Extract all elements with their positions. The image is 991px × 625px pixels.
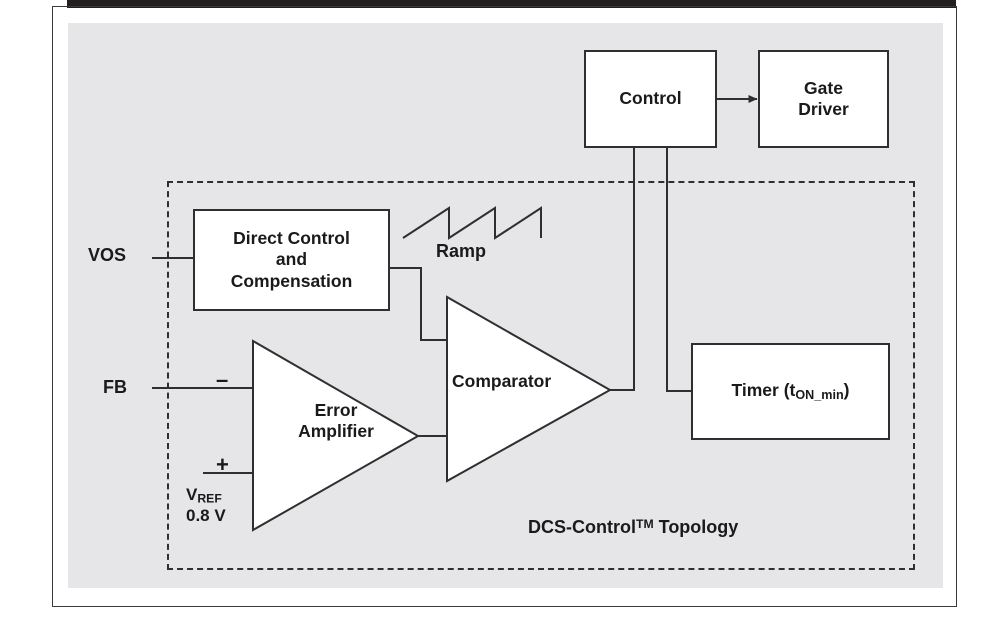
vref-subscript: REF <box>197 491 222 506</box>
trademark-mark: TM <box>635 517 654 531</box>
block-gate-driver[interactable]: Gate Driver <box>758 50 889 148</box>
timer-label: Timer (tON_min) <box>732 380 850 403</box>
dcc-line3: Compensation <box>230 270 353 291</box>
gate-driver-line1: Gate <box>804 77 843 98</box>
timer-label-prefix: Timer (t <box>731 379 796 400</box>
dcc-line2: and <box>275 249 308 270</box>
figure-outer-frame <box>52 6 957 607</box>
timer-label-sub: ON_min <box>795 387 844 402</box>
block-control[interactable]: Control <box>584 50 717 148</box>
label-error-amplifier: Error Amplifier <box>276 400 396 442</box>
topology-suffix: Topology <box>653 517 739 538</box>
label-dcs-control-topology: DCS-ControlTM Topology <box>528 517 738 538</box>
error-amplifier-line2: Amplifier <box>298 421 374 441</box>
timer-label-suffix: ) <box>843 379 850 400</box>
topology-prefix: DCS-Control <box>528 517 636 538</box>
label-inverting-input: – <box>216 367 229 392</box>
error-amplifier-line1: Error <box>314 400 358 420</box>
block-direct-control-and-compensation[interactable]: Direct Control and Compensation <box>193 209 390 311</box>
label-ramp: Ramp <box>436 241 487 261</box>
label-vos: VOS <box>88 245 127 265</box>
page-header-bar <box>67 0 956 8</box>
label-comparator: Comparator <box>452 371 552 391</box>
control-label: Control <box>619 88 682 109</box>
dcc-line1: Direct Control <box>233 227 350 248</box>
label-vref: VREF 0.8 V <box>186 485 226 525</box>
gate-driver-line2: Driver <box>798 99 849 119</box>
vref-name: V <box>186 485 198 504</box>
label-noninverting-input: + <box>216 452 229 477</box>
vref-value: 0.8 V <box>186 506 226 526</box>
label-fb: FB <box>103 377 127 397</box>
dcs-control-boundary <box>167 181 915 570</box>
block-timer[interactable]: Timer (tON_min) <box>691 343 890 440</box>
